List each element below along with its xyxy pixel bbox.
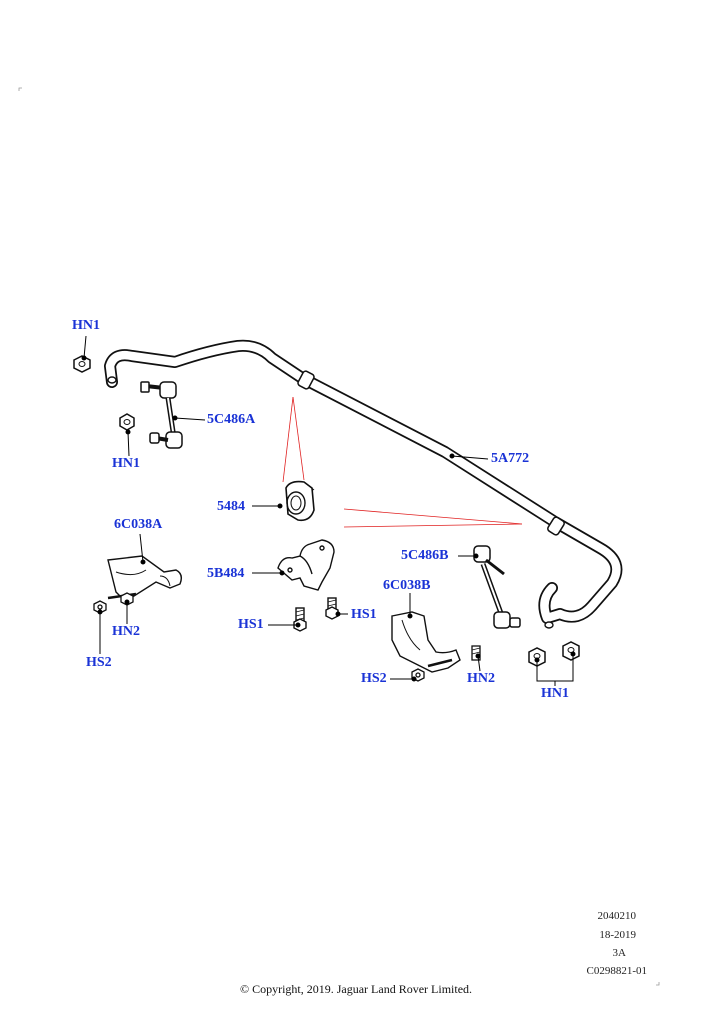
callout-hs1-right[interactable]: HS1 [351,607,377,622]
bushing[interactable] [285,480,315,522]
corner-mark-top-left [18,87,22,91]
ref-line-3: 3A [612,947,626,959]
stabilizer-link-right[interactable] [473,545,521,629]
callout-hs2-left[interactable]: HS2 [86,655,112,670]
callout-stabilizer-bar[interactable]: 5A772 [491,451,530,466]
hint-lines [282,396,523,528]
callout-link-right[interactable]: 5C486B [401,548,449,563]
nut-hn1-top[interactable] [73,355,91,373]
callout-hn2-left[interactable]: HN2 [112,624,140,639]
nut-hn2-right[interactable] [471,645,481,661]
ref-line-2: 18-2019 [599,929,636,941]
callout-hs1-left[interactable]: HS1 [238,617,264,632]
callout-bracket-left[interactable]: 6C038A [114,517,163,532]
copyright-text: © Copyright, 2019. Jaguar Land Rover Lim… [239,982,473,996]
corner-mark-bottom-right [656,982,660,986]
callout-link-left[interactable]: 5C486A [207,412,256,427]
callout-clamp[interactable]: 5B484 [207,566,245,581]
callout-bracket-right[interactable]: 6C038B [383,578,431,593]
ref-line-4: C0298821-01 [586,965,648,977]
bracket-right[interactable] [391,611,461,673]
stabilizer-link-left[interactable] [140,381,183,449]
nut-hn1-left[interactable] [119,413,135,431]
nut-hn1-right-a[interactable] [528,647,546,667]
clamp[interactable] [277,539,335,591]
callout-bushing[interactable]: 5484 [217,499,245,514]
leader-lines [81,335,576,686]
callout-hn1-right[interactable]: HN1 [541,686,569,701]
callout-hn1-top[interactable]: HN1 [72,318,100,333]
bolt-hs2-left[interactable] [93,600,107,614]
callout-hn1-left[interactable]: HN1 [112,456,140,471]
ref-line-1: 2040210 [597,910,637,922]
callout-hn2-right[interactable]: HN2 [467,671,495,686]
stabilizer-bar[interactable] [104,339,623,629]
nut-hn2-left[interactable] [120,592,134,606]
bolt-hs1-left[interactable] [293,607,307,632]
bolt-hs1-right[interactable] [325,597,339,620]
callout-hs2-right[interactable]: HS2 [361,671,387,686]
nut-hn1-right-b[interactable] [562,641,580,661]
